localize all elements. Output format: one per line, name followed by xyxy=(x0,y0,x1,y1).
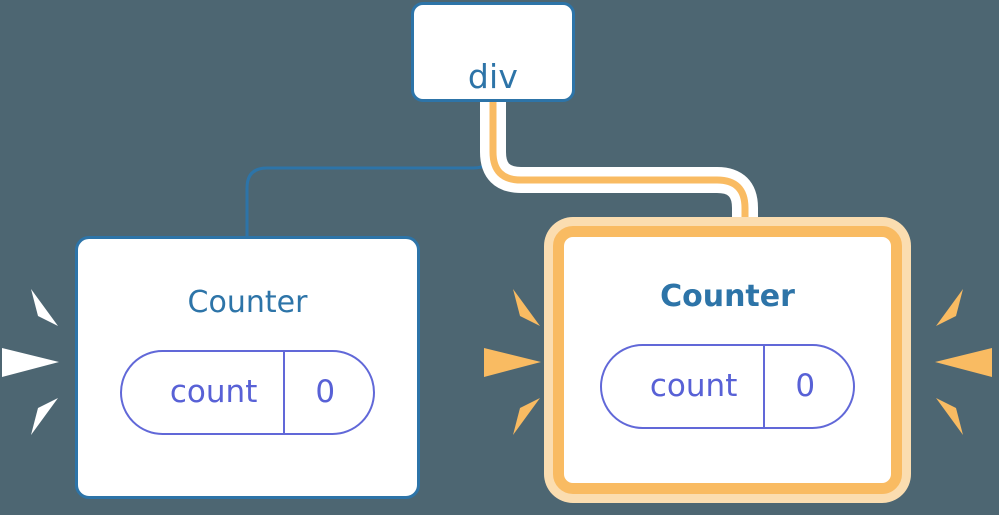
state-key-right: count xyxy=(649,368,738,404)
state-value-left: 0 xyxy=(283,352,373,433)
sparkle-ray-lower xyxy=(31,398,58,435)
state-pill-left: count 0 xyxy=(119,350,376,435)
sparkle-ray-upper xyxy=(31,289,58,326)
sparkle-ray-middle xyxy=(2,348,59,377)
edge-root-to-right-child-halo xyxy=(480,100,758,240)
sparkle-burst-left xyxy=(2,282,64,442)
node-counter-left[interactable]: Counter count 0 xyxy=(75,236,420,499)
node-div-label: div xyxy=(467,57,519,96)
edge-root-to-right-child xyxy=(489,100,749,240)
sparkle-burst-right xyxy=(930,282,992,442)
state-pill-right: count 0 xyxy=(599,344,856,429)
sparkle-ray-lower xyxy=(513,398,540,435)
sparkle-ray-middle xyxy=(935,348,992,377)
edge-root-to-left-child xyxy=(245,98,495,240)
sparkle-ray-upper xyxy=(936,289,963,326)
sparkle-ray-middle xyxy=(484,348,541,377)
sparkle-burst-middle xyxy=(484,282,546,442)
node-counter-right-label: Counter xyxy=(660,279,795,314)
node-counter-right[interactable]: Counter count 0 xyxy=(553,226,902,494)
node-counter-left-label: Counter xyxy=(187,285,308,320)
node-div[interactable]: div xyxy=(411,2,575,102)
state-key-left: count xyxy=(169,374,258,410)
sparkle-ray-lower xyxy=(936,398,963,435)
sparkle-ray-upper xyxy=(513,289,540,326)
state-value-right: 0 xyxy=(763,346,853,427)
